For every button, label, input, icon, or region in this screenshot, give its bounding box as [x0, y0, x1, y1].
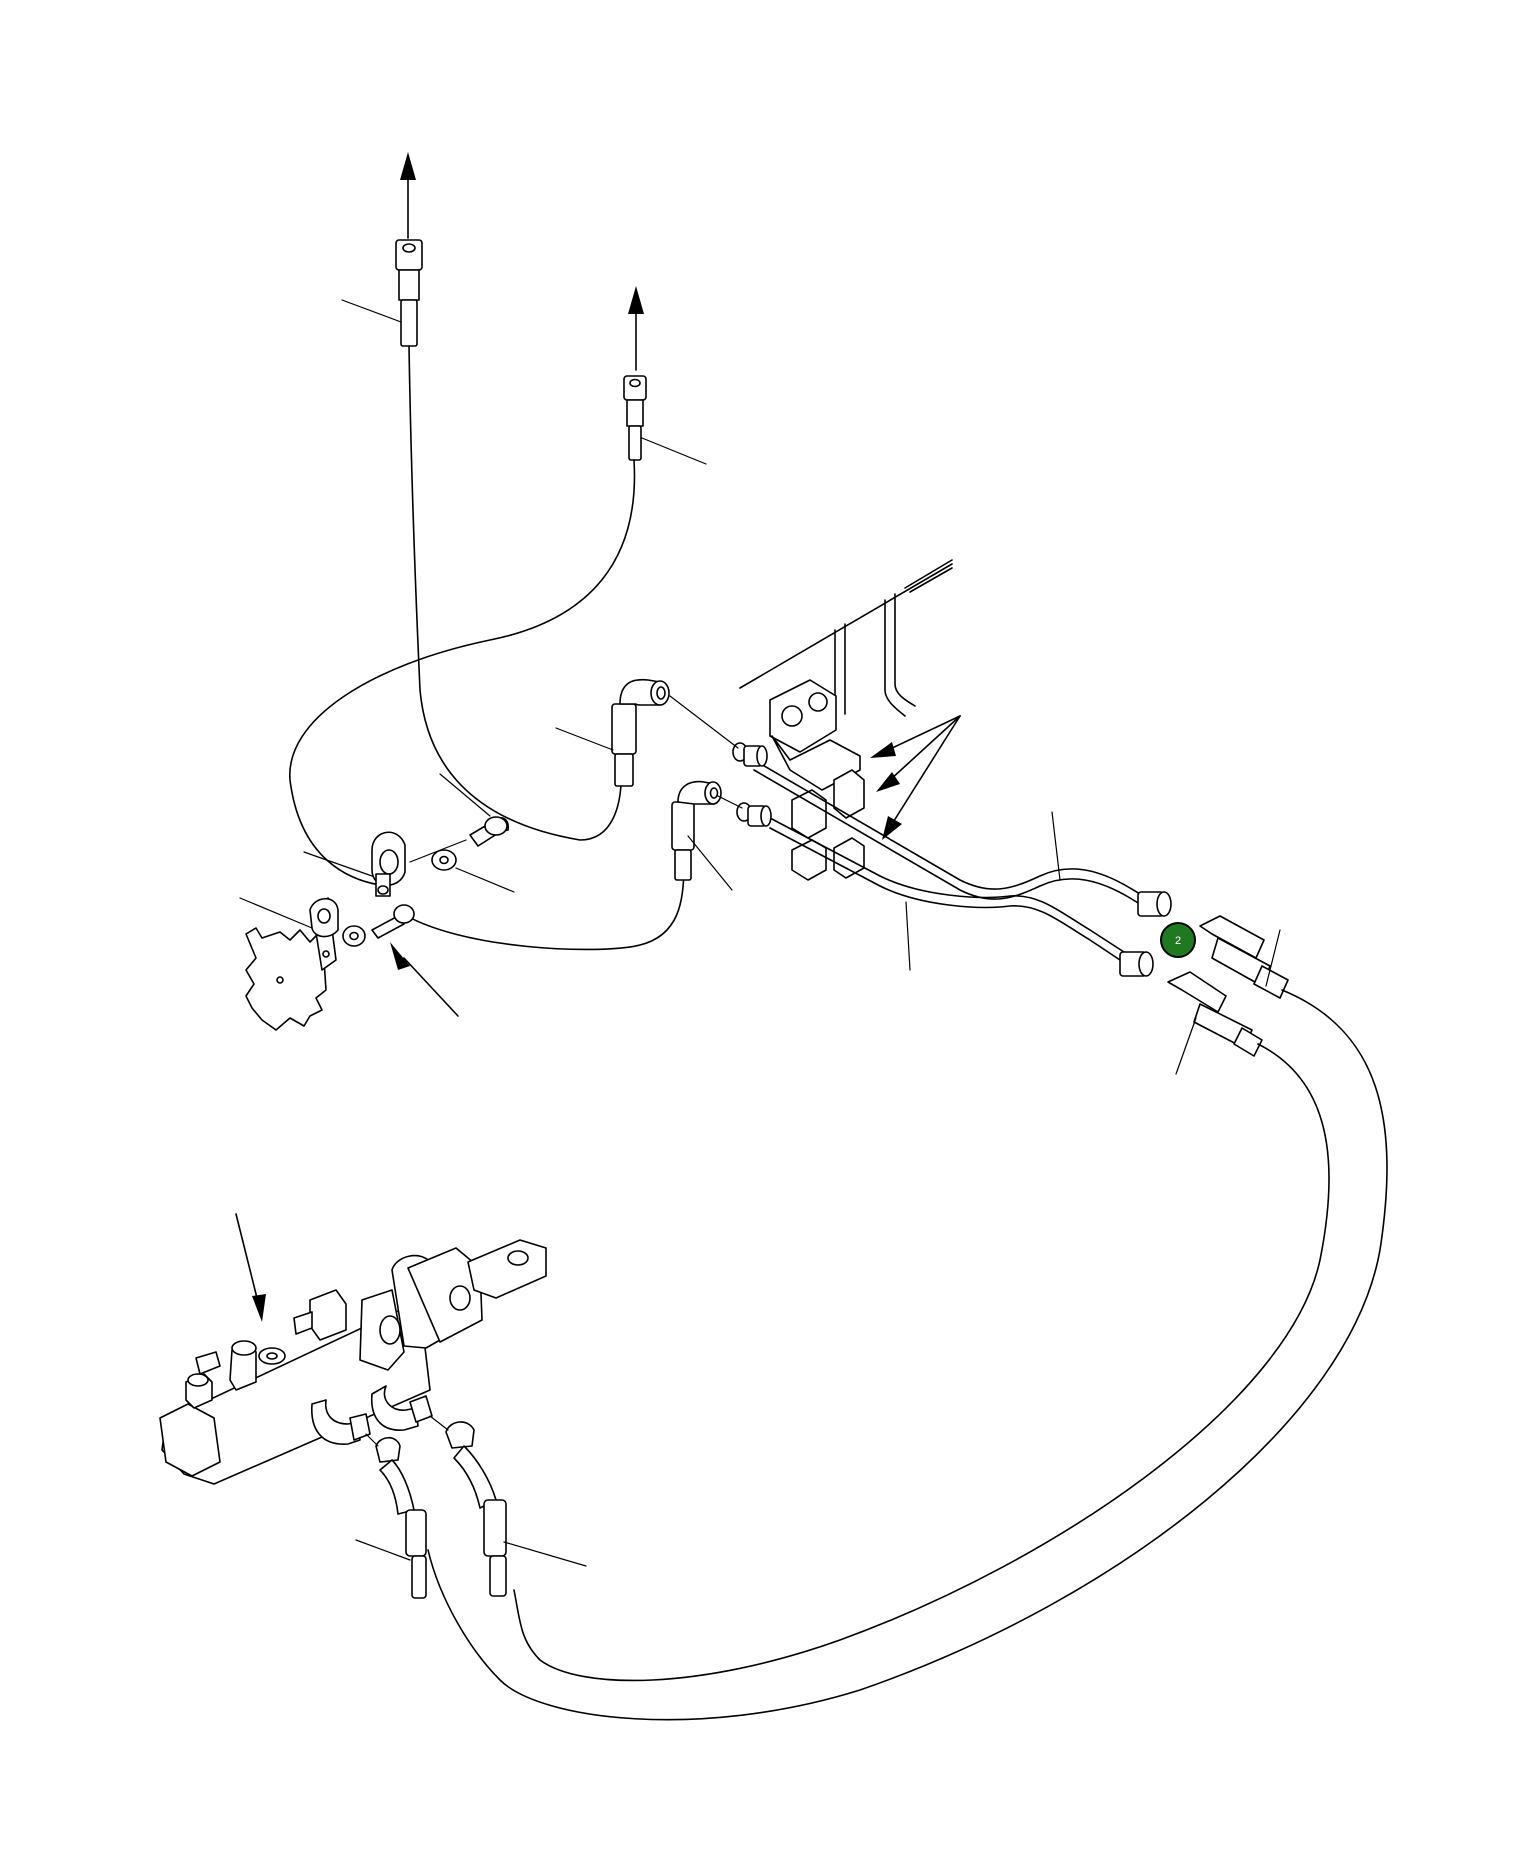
hose-end-cylinder-left	[375, 1436, 427, 1599]
washer-lower	[342, 925, 366, 947]
bolt-upper	[469, 816, 510, 847]
hose-end-fitting-lower	[1167, 971, 1263, 1057]
leader-line	[687, 835, 733, 891]
up-arrow-right	[628, 286, 644, 371]
leader-line	[303, 851, 373, 877]
brake-tube-rigid	[753, 759, 1161, 961]
tube-nut-upper-right	[1137, 891, 1172, 917]
outlet-elbow-left	[311, 1399, 371, 1445]
hose-fitting-top-left	[395, 239, 423, 347]
tube-nut-lower-right	[1119, 951, 1154, 977]
insert-arrow-cylinder	[235, 1213, 266, 1322]
leader-line	[1265, 929, 1281, 987]
tube-centerline-lower	[717, 795, 743, 809]
insert-arrow-bolt	[390, 942, 459, 1017]
leader-line	[641, 437, 707, 465]
hose-fitting-top-right	[623, 375, 647, 461]
brake-master-cylinder	[159, 1239, 547, 1485]
elbow-fitting-upper	[611, 678, 670, 787]
leader-line	[905, 901, 911, 971]
tube-centerline-upper	[669, 695, 739, 749]
leader-line	[455, 867, 515, 893]
elbow-fitting-lower	[671, 780, 722, 881]
line-support-block	[769, 679, 865, 881]
hose-centerline-left	[365, 1433, 379, 1447]
tube-nut-lower-left	[736, 802, 772, 827]
leader-line	[555, 727, 614, 751]
mounting-plate	[245, 927, 327, 1031]
callout-label: 2	[1175, 935, 1181, 947]
hose-clamp	[371, 831, 406, 897]
hose-end-fitting-upper	[1199, 915, 1289, 999]
parts-callout-icon	[1160, 922, 1196, 958]
hose-centerline-right	[429, 1415, 449, 1431]
machine-frame	[739, 559, 953, 719]
flexible-hose-long	[427, 989, 1388, 1721]
washer-upper	[431, 849, 457, 871]
part-callout-2[interactable]: 2	[1160, 922, 1196, 958]
up-arrow-left	[400, 152, 416, 239]
pointer-arrows-group	[870, 715, 961, 840]
leader-line	[1175, 1017, 1197, 1075]
leader-line	[355, 1539, 411, 1561]
bolt-upper-centerline	[409, 839, 467, 863]
leader-line	[341, 299, 402, 323]
hydraulic-hose-upper	[289, 345, 685, 951]
bleeder-fittings	[185, 1289, 347, 1409]
clip-bracket	[309, 897, 339, 971]
leader-line	[503, 1541, 587, 1567]
tube-nut-upper-left	[732, 742, 768, 767]
outlet-elbow-right	[370, 1385, 433, 1431]
hose-end-cylinder-right	[445, 1421, 507, 1597]
leader-line	[1051, 811, 1061, 881]
bolt-lower	[371, 904, 415, 939]
leader-line	[239, 897, 313, 929]
leader-line	[439, 773, 491, 817]
